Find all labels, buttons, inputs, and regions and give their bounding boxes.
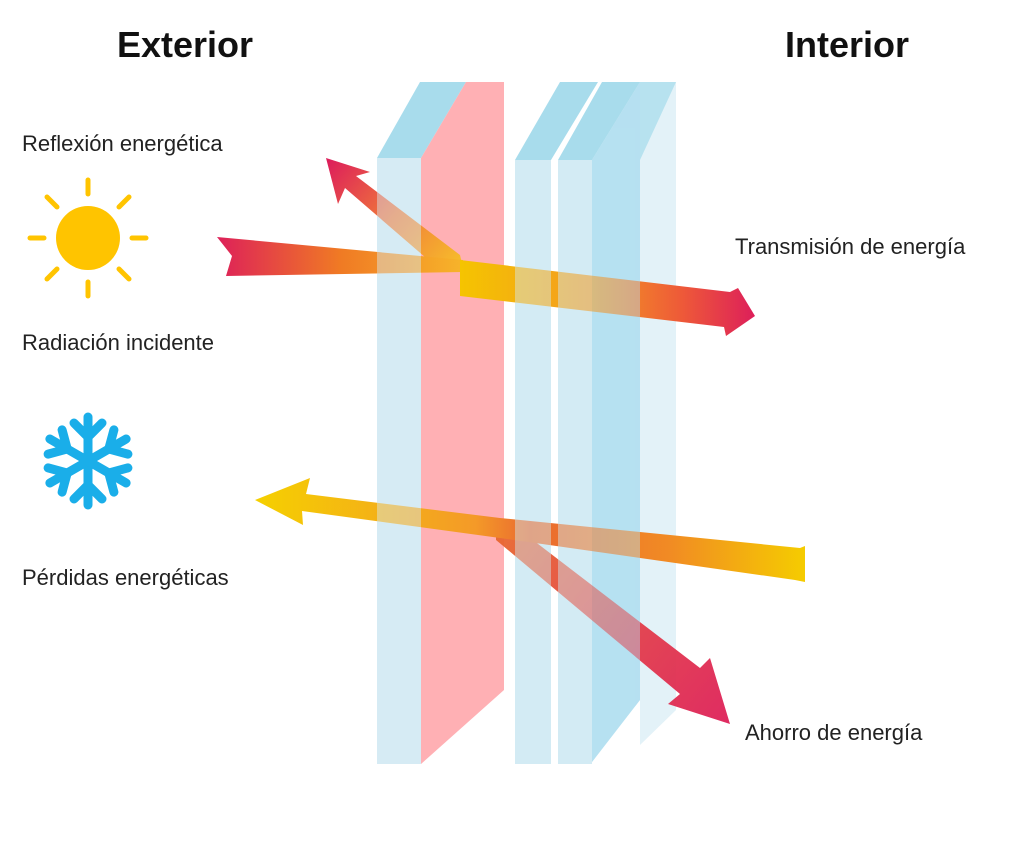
losses-label: Pérdidas energéticas <box>22 565 229 590</box>
transmission-label: Transmisión de energía <box>735 234 966 259</box>
radiation-label: Radiación incidente <box>22 330 215 355</box>
sun-icon <box>27 177 149 299</box>
glass-pane-3 <box>558 82 640 764</box>
snowflake-icon <box>43 412 133 510</box>
energy-loss-arrow <box>255 478 805 582</box>
glass-pane-2 <box>515 82 598 764</box>
energy-saving-arrow <box>496 524 730 724</box>
reflection-label: Reflexión energética <box>22 131 223 156</box>
savings-label: Ahorro de energía <box>745 720 923 745</box>
transmitted-energy-arrow <box>460 260 755 336</box>
interior-heading: Interior <box>785 24 910 65</box>
glass-overlays <box>377 82 640 764</box>
incident-radiation-arrow <box>217 237 463 276</box>
reflection-arrow <box>326 158 464 272</box>
exterior-heading: Exterior <box>117 24 254 65</box>
